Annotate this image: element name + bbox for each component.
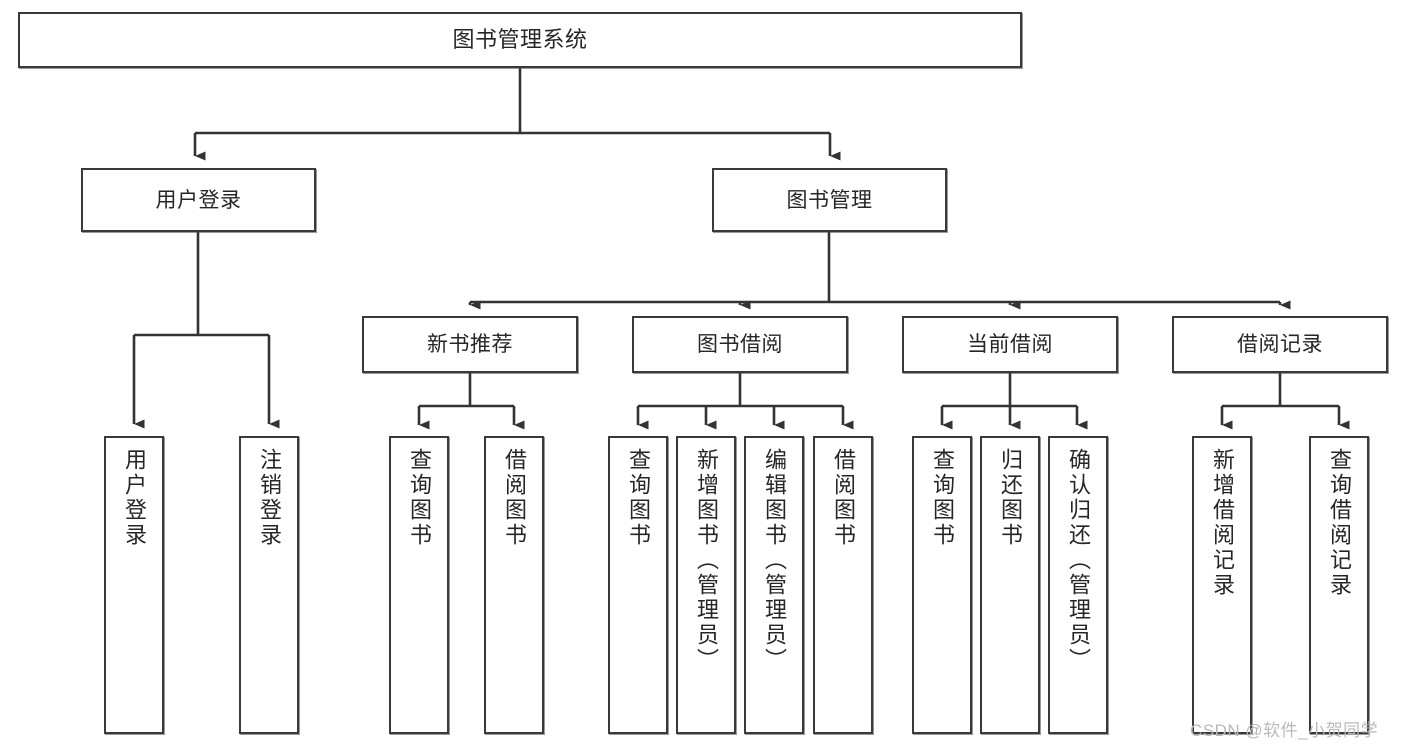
node-label: 查询图书 [929, 448, 955, 548]
leaf-query-book-borrow[interactable]: 查询图书 [608, 436, 668, 734]
leaf-edit-book-admin[interactable]: 编辑图书（管理员） [744, 436, 804, 734]
node-label: 确认归还（管理员） [1065, 448, 1091, 673]
node-label: 用户登录 [155, 188, 242, 212]
leaf-query-book-current[interactable]: 查询图书 [912, 436, 972, 734]
node-new-book-recommend[interactable]: 新书推荐 [362, 316, 578, 373]
leaf-borrow-book[interactable]: 借阅图书 [813, 436, 873, 734]
node-label: 借阅记录 [1237, 333, 1323, 356]
node-label: 图书管理 [786, 188, 873, 212]
node-book-management[interactable]: 图书管理 [712, 168, 947, 232]
node-label: 当前借阅 [967, 333, 1053, 356]
node-current-borrow[interactable]: 当前借阅 [902, 316, 1118, 373]
leaf-confirm-return-admin[interactable]: 确认归还（管理员） [1048, 436, 1108, 734]
node-label: 新增借阅记录 [1209, 448, 1235, 598]
node-user-login[interactable]: 用户登录 [81, 168, 316, 232]
node-root-book-management-system[interactable]: 图书管理系统 [18, 12, 1022, 68]
node-label: 用户登录 [121, 448, 147, 548]
node-label: 新增图书（管理员） [693, 448, 719, 673]
leaf-query-book-recommend[interactable]: 查询图书 [389, 436, 449, 734]
leaf-add-borrow-record[interactable]: 新增借阅记录 [1192, 436, 1252, 734]
leaf-user-login[interactable]: 用户登录 [104, 436, 164, 734]
leaf-return-book[interactable]: 归还图书 [980, 436, 1040, 734]
watermark-csdn: CSDN @软件_小贺同学 [1190, 721, 1379, 740]
node-book-borrow[interactable]: 图书借阅 [632, 316, 848, 373]
leaf-query-borrow-record[interactable]: 查询借阅记录 [1309, 436, 1369, 734]
node-label: 注销登录 [256, 448, 282, 548]
node-label: 查询借阅记录 [1326, 448, 1352, 598]
node-label: 借阅图书 [830, 448, 856, 548]
leaf-logout[interactable]: 注销登录 [239, 436, 299, 734]
node-label: 查询图书 [406, 448, 432, 548]
node-label: 新书推荐 [427, 333, 513, 356]
node-label: 查询图书 [625, 448, 651, 548]
node-label: 编辑图书（管理员） [761, 448, 787, 673]
node-borrow-record[interactable]: 借阅记录 [1172, 316, 1388, 373]
leaf-add-book-admin[interactable]: 新增图书（管理员） [676, 436, 736, 734]
node-label: 图书管理系统 [452, 27, 588, 52]
node-label: 借阅图书 [501, 448, 527, 548]
node-label: 图书借阅 [697, 333, 783, 356]
leaf-borrow-book-recommend[interactable]: 借阅图书 [484, 436, 544, 734]
node-label: 归还图书 [997, 448, 1023, 548]
